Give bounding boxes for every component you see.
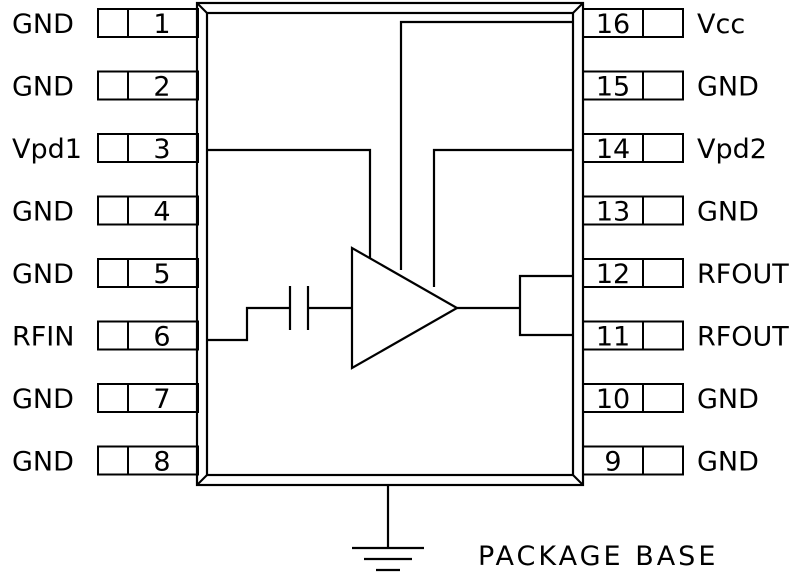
- pin-3: 3 Vpd1: [12, 133, 199, 165]
- pin-number: 9: [604, 447, 621, 478]
- pin-box: [97, 195, 199, 226]
- pin-number: 7: [153, 384, 170, 415]
- amplifier-symbol: [350, 246, 460, 370]
- pin-label: GND: [697, 447, 759, 478]
- pin-box: [97, 70, 199, 101]
- pin-number: 2: [153, 72, 170, 103]
- pin-label: RFOUT: [697, 322, 789, 353]
- vpd2-trace: [432, 148, 573, 287]
- pin-15: 15 GND: [582, 70, 759, 103]
- pin-number: 16: [596, 9, 630, 40]
- pin-number: 4: [153, 197, 170, 228]
- pin-7: 7 GND: [12, 383, 199, 415]
- pin-number: 12: [596, 259, 630, 290]
- pin-14: 14 Vpd2: [582, 133, 767, 165]
- pin-label: Vpd2: [697, 134, 767, 165]
- pin-9: 9 GND: [582, 445, 759, 478]
- pin-1: 1 GND: [12, 8, 199, 40]
- pin-label: GND: [697, 384, 759, 415]
- package-base-label: PACKAGE BASE: [478, 541, 718, 572]
- pin-number: 5: [153, 259, 170, 290]
- pin-label: GND: [12, 197, 74, 228]
- pin-6: 6 RFIN: [12, 320, 199, 353]
- rfin-trace: [207, 306, 290, 342]
- pin-label: GND: [697, 72, 759, 103]
- pin-label: RFIN: [12, 322, 74, 353]
- pin-box: [582, 320, 684, 351]
- pin-label: GND: [12, 259, 74, 290]
- pin-label: Vcc: [697, 9, 745, 40]
- pin-label: GND: [697, 197, 759, 228]
- pin-label: RFOUT: [697, 259, 789, 290]
- pin-label: GND: [12, 447, 74, 478]
- pin-8: 8 GND: [12, 445, 199, 478]
- ic-package-body: [195, 1, 585, 487]
- pin-2: 2 GND: [12, 70, 199, 103]
- pin-box: [97, 445, 199, 476]
- pin-label: Vpd1: [12, 134, 82, 165]
- pin-number: 3: [153, 134, 170, 165]
- ground-icon: [352, 546, 424, 572]
- pin-box: [582, 445, 684, 476]
- pin-label: GND: [12, 72, 74, 103]
- pin-box: [582, 258, 684, 288]
- pin-5: 5 GND: [12, 258, 199, 290]
- pin-number: 13: [596, 197, 630, 228]
- pin-box: [97, 320, 199, 351]
- pin-10: 10 GND: [582, 383, 759, 415]
- pin-number: 6: [153, 322, 170, 353]
- pin-13: 13 GND: [582, 195, 759, 228]
- vcc-trace: [399, 20, 573, 270]
- pin-box: [97, 258, 199, 288]
- pin-number: 8: [153, 447, 170, 478]
- pin-box: [97, 8, 199, 38]
- pin-number: 15: [596, 72, 630, 103]
- pin-label: GND: [12, 384, 74, 415]
- pin-box: [97, 383, 199, 413]
- pin-box: [582, 195, 684, 226]
- pin-number: 14: [596, 134, 630, 165]
- pin-box: [582, 70, 684, 101]
- pin-box: [582, 133, 684, 163]
- pin-box: [582, 383, 684, 413]
- pin-box: [97, 133, 199, 163]
- vpd1-trace: [207, 148, 372, 258]
- pin-16: 16 Vcc: [582, 8, 745, 40]
- rfout-bracket: [518, 274, 573, 337]
- pin-box: [582, 8, 684, 38]
- pin-number: 1: [153, 9, 170, 40]
- pin-label: GND: [12, 9, 74, 40]
- pin-11: 11 RFOUT: [582, 320, 789, 353]
- pin-4: 4 GND: [12, 195, 199, 228]
- pin-number: 10: [596, 384, 630, 415]
- pin-number: 11: [596, 322, 630, 353]
- pin-12: 12 RFOUT: [582, 258, 789, 290]
